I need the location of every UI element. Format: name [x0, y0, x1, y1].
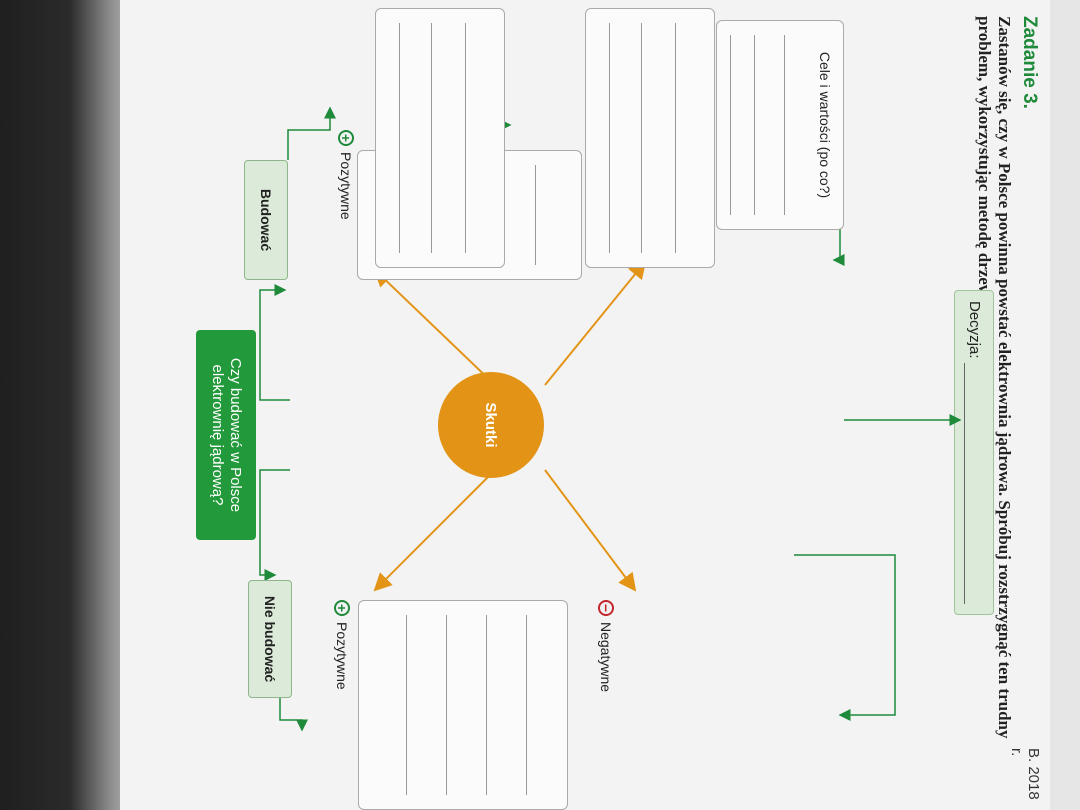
negative-box-left[interactable] [375, 8, 505, 268]
option-not-build: Nie budować [248, 580, 292, 698]
connector-root-build [259, 284, 290, 401]
positive-label-top: + Pozytywne [338, 130, 354, 220]
answer-line [754, 35, 755, 215]
answer-line [465, 23, 466, 253]
answer-line [431, 23, 432, 253]
answer-line [784, 35, 785, 215]
answer-line [730, 35, 731, 215]
effect-arrow-2 [544, 260, 647, 386]
effects-label: Skutki [482, 402, 500, 448]
workbook-page: B. 2018 r. Zadanie 3. Zastanów się, czy … [120, 0, 1050, 810]
answer-line [675, 23, 676, 253]
answer-line [609, 23, 610, 253]
plus-circle-icon: + [338, 130, 354, 146]
goals-box[interactable]: Cele i wartości (po co?) [716, 20, 844, 230]
minus-circle-icon: − [598, 600, 614, 616]
effect-arrow-4 [544, 469, 637, 592]
connector-build-goals [287, 106, 336, 160]
answer-line [641, 23, 642, 253]
connector-notbuild-goals [279, 698, 308, 732]
effect-arrow-1 [373, 268, 496, 386]
effect-arrow-3 [373, 469, 496, 592]
plus-circle-icon: + [334, 600, 350, 616]
answer-line [399, 23, 400, 253]
connector-goals-bottom [794, 554, 896, 721]
answer-line [486, 615, 487, 795]
negative-label-bottom: − Negatywne [598, 600, 614, 692]
positive-label-bottom: + Pozytywne [334, 600, 350, 690]
option-build: Budować [244, 160, 288, 280]
connector-root-notbuild [259, 469, 290, 581]
answer-line [446, 615, 447, 795]
effects-circle: Skutki [438, 372, 544, 478]
answer-line [406, 615, 407, 795]
positive-box-left[interactable] [585, 8, 715, 268]
answer-line [526, 615, 527, 795]
root-question: Czy budować w Polsce elektrownię jądrową… [196, 330, 256, 540]
goals-label: Cele i wartości (po co?) [817, 51, 833, 199]
answer-line [535, 165, 536, 265]
negative-box-bottom[interactable] [358, 600, 568, 810]
